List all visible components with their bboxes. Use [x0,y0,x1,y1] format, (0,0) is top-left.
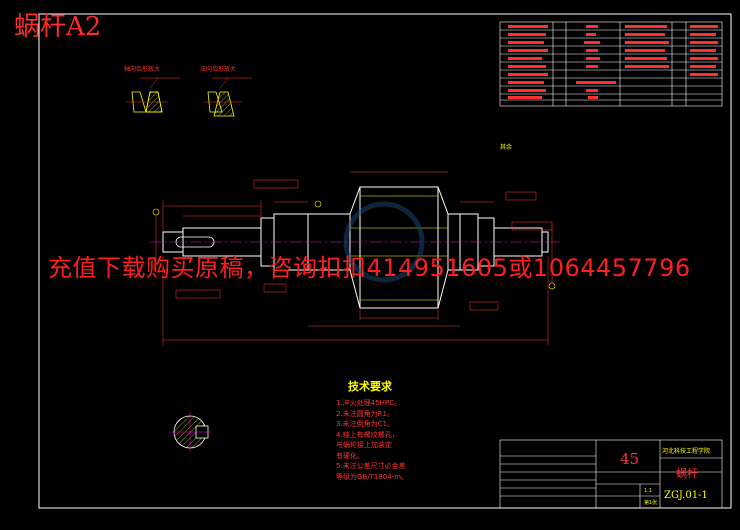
detail-leaders [140,77,252,89]
axial-tooth-detail [126,91,168,113]
title-block [499,439,723,509]
worm-thread-lines [350,195,448,301]
scale-value: 1:1 [644,488,653,494]
requirements-title: 技术要求 [348,380,392,393]
sheet-border [38,13,732,509]
sheet-title-tag: 蜗杆A2 [14,12,102,42]
background-logo [343,201,425,283]
tolerance-frames [175,179,553,311]
normal-tooth-detail [204,91,242,117]
parameter-table [499,21,723,107]
material-value: 45 [620,450,640,468]
normal-detail-label: 法向齿形放大 [200,66,237,73]
surface-roughness-note: 其余 [500,144,513,151]
datum-markers [152,200,556,290]
requirement-line: 等级为GB/T1804-m。 [336,472,409,481]
part-name: 蜗杆 [676,467,698,480]
parameter-table-text [508,25,718,99]
drawing-number: ZGJ.01-1 [664,490,708,501]
requirement-line: 1.淬火处理45HRC。 [336,399,402,407]
requirement-line: 与蜗轮接上加装定 [336,441,392,449]
requirement-line: 有硬化。 [336,451,364,460]
watermark-text: 充值下载购买原稿，咨询扣扣414951605或1064457796 [48,254,691,282]
dimensions [155,171,553,345]
requirement-line: 4.轴上有螺纹螺孔， [336,430,399,439]
axial-detail-label: 轴向齿形放大 [124,66,161,73]
sheet-number: 第1张 [644,500,658,506]
requirement-line: 5.未注公差尺寸必会差 [336,462,406,470]
organization-name: 河北科技工程学院 [662,448,711,455]
requirement-line: 2.未注圆角为R1。 [336,409,394,418]
requirement-line: 3.未注倒角为C1。 [336,420,395,428]
requirements-list: 1.淬火处理45HRC。 2.未注圆角为R1。 3.未注倒角为C1。 4.轴上有… [336,398,408,482]
